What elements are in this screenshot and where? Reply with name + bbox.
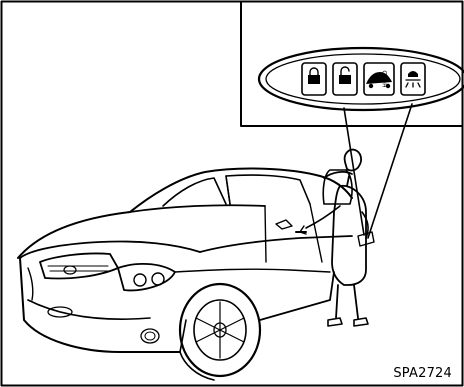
callout-lines — [344, 104, 412, 238]
lock-icon — [308, 68, 320, 84]
trunk-release-button: HOLD — [364, 63, 394, 95]
unlock-button — [333, 63, 357, 95]
unlock-icon — [339, 67, 351, 84]
figure-code-label: SPA2724 — [393, 366, 452, 381]
key-fob-inset: HOLD — [259, 48, 464, 110]
lock-button — [302, 63, 326, 95]
panic-alarm-icon — [406, 71, 420, 87]
key-fob-outline — [259, 48, 464, 110]
car-illustration — [18, 169, 352, 380]
hold-label: HOLD — [382, 70, 389, 88]
panic-alarm-button — [401, 63, 425, 95]
key-fob-inner-outline — [266, 54, 460, 104]
